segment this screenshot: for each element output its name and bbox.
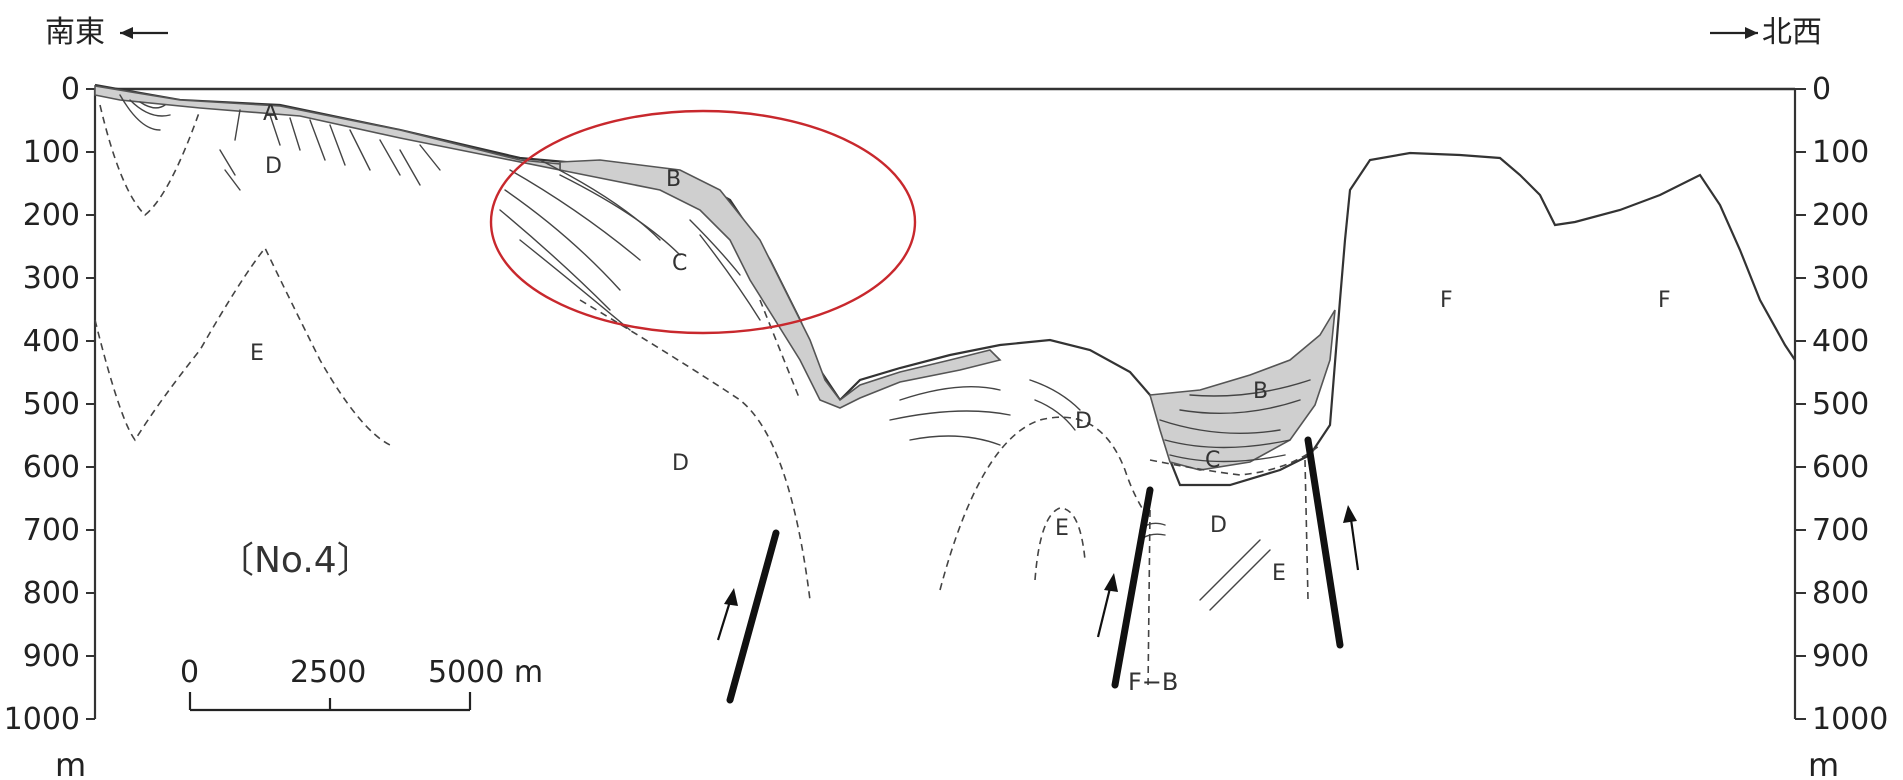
zone-label-d-1: D xyxy=(265,154,282,179)
left-tick-label: 200 xyxy=(23,198,80,233)
zone-label-d-3: D xyxy=(1075,409,1092,434)
right-unit-label: m xyxy=(1808,746,1839,780)
zone-label-fb: F−B xyxy=(1128,668,1178,696)
zone-label-a: A xyxy=(263,101,278,126)
right-tick-label: 1000 xyxy=(1812,702,1888,737)
zone-label-b-2: B xyxy=(1253,379,1268,404)
left-tick-label: 900 xyxy=(23,639,80,674)
zone-label-b-1: B xyxy=(666,167,681,192)
scale-label-2500: 2500 xyxy=(290,655,366,690)
left-tick-label: 500 xyxy=(23,387,80,422)
zone-label-c-1: C xyxy=(672,251,687,276)
sediment-layer-top xyxy=(95,86,560,170)
movement-arrow-3 xyxy=(1343,505,1358,570)
movement-arrow-1 xyxy=(718,588,738,640)
panel-label: 〔No.4〕 xyxy=(218,540,373,581)
sediment-layer-slope xyxy=(560,160,1000,408)
left-tick-label: 700 xyxy=(23,513,80,548)
direction-right-arrowhead xyxy=(1745,27,1758,39)
zone-label-e-1: E xyxy=(250,341,264,366)
right-tick-label: 200 xyxy=(1812,198,1869,233)
right-tick-label: 800 xyxy=(1812,576,1869,611)
highlight-ellipse xyxy=(491,111,915,333)
zone-label-e-2: E xyxy=(1055,516,1069,541)
zone-label-c-2: C xyxy=(1205,448,1220,473)
right-tick-label: 300 xyxy=(1812,261,1869,296)
right-tick-label: 100 xyxy=(1812,135,1869,170)
direction-right-label: 北西 xyxy=(1762,15,1822,50)
zone-label-d-2: D xyxy=(672,451,689,476)
left-tick-label: 400 xyxy=(23,324,80,359)
right-tick-label: 0 xyxy=(1812,72,1831,107)
right-depth-axis: 0 100 200 300 400 500 600 700 800 900 1000 xyxy=(1795,72,1888,737)
left-tick-label: 800 xyxy=(23,576,80,611)
seafloor-profile xyxy=(95,85,1795,485)
scale-label-5000: 5000 m xyxy=(428,655,543,690)
left-unit-label: m xyxy=(55,746,86,780)
direction-left-label: 南東 xyxy=(45,15,105,50)
direction-left-arrowhead xyxy=(120,27,133,39)
fault-2 xyxy=(1115,490,1150,685)
left-tick-label: 0 xyxy=(61,72,80,107)
left-tick-label: 100 xyxy=(23,135,80,170)
left-depth-axis: 0 100 200 300 400 500 600 700 800 900 1000 xyxy=(4,72,95,737)
right-tick-label: 500 xyxy=(1812,387,1869,422)
right-tick-label: 700 xyxy=(1812,513,1869,548)
zone-label-f-2: F xyxy=(1658,288,1671,313)
left-tick-label: 300 xyxy=(23,261,80,296)
left-tick-label: 1000 xyxy=(4,702,80,737)
right-tick-label: 600 xyxy=(1812,450,1869,485)
movement-arrow-2 xyxy=(1098,573,1118,637)
zone-label-d-4: D xyxy=(1210,513,1227,538)
strata-lines xyxy=(120,95,1310,610)
zone-label-f-1: F xyxy=(1440,288,1453,313)
right-tick-label: 900 xyxy=(1812,639,1869,674)
left-tick-label: 600 xyxy=(23,450,80,485)
zone-label-e-3: E xyxy=(1272,561,1286,586)
fault-1 xyxy=(730,533,776,700)
scale-bar: 0 2500 5000 m xyxy=(180,655,543,710)
right-tick-label: 400 xyxy=(1812,324,1869,359)
fault-3 xyxy=(1308,440,1340,645)
scale-label-0: 0 xyxy=(180,655,199,690)
